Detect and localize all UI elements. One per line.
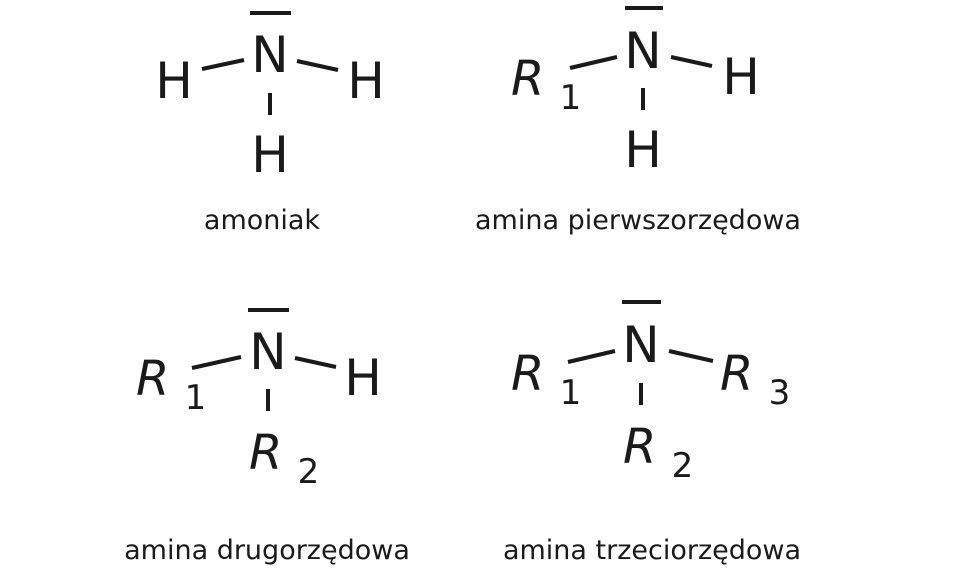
r-subscript-3: 3 xyxy=(769,373,791,413)
caption-tertiary-amine: amina trzeciorzędowa xyxy=(503,535,801,566)
r2-group: R 2 xyxy=(623,419,693,486)
hydrogen-atom-right: H xyxy=(344,349,382,407)
r-symbol: R xyxy=(511,51,544,107)
r-subscript-2: 2 xyxy=(672,446,694,486)
caption-primary-amine: amina pierwszorzędowa xyxy=(475,205,801,236)
bond-n-h-right xyxy=(670,55,713,68)
r-symbol: R xyxy=(136,351,169,407)
r3-group: R 3 xyxy=(720,346,790,413)
nitrogen-atom: N xyxy=(624,22,661,80)
r-symbol: R xyxy=(511,346,544,402)
bond-n-h-left xyxy=(201,58,245,71)
r-symbol: R xyxy=(623,419,656,475)
r-subscript-2: 2 xyxy=(298,452,320,492)
r-symbol: R xyxy=(249,425,282,481)
bond-n-h-right xyxy=(296,59,339,72)
structure-secondary-amine: N R 1 H R 2 amina drugorzędowa xyxy=(124,308,410,566)
nitrogen-atom: N xyxy=(251,26,288,84)
bond-r1-n xyxy=(569,55,618,70)
r2-group: R 2 xyxy=(249,425,319,492)
hydrogen-atom-left: H xyxy=(155,52,193,110)
caption-ammonia: amoniak xyxy=(204,205,321,236)
r-subscript-1: 1 xyxy=(560,78,582,118)
bond-n-h-right xyxy=(294,356,337,369)
bond-n-r3 xyxy=(668,349,714,363)
structure-ammonia: N H H H amoniak xyxy=(155,11,385,236)
structure-primary-amine: N R 1 H H amina pierwszorzędowa xyxy=(475,6,801,236)
r1-group: R 1 xyxy=(511,51,581,118)
bond-r1-n xyxy=(567,349,616,364)
nitrogen-atom: N xyxy=(249,323,286,381)
r-subscript-1: 1 xyxy=(560,373,582,413)
hydrogen-atom-right: H xyxy=(722,48,760,106)
r1-group: R 1 xyxy=(136,351,206,418)
r1-group: R 1 xyxy=(511,346,581,413)
hydrogen-atom-right: H xyxy=(347,52,385,110)
hydrogen-atom-bottom: H xyxy=(251,126,289,184)
structure-tertiary-amine: N R 1 R 3 R 2 amina trzeciorzędowa xyxy=(503,300,801,566)
nitrogen-atom: N xyxy=(622,316,659,374)
caption-secondary-amine: amina drugorzędowa xyxy=(124,535,410,566)
r-symbol: R xyxy=(720,346,753,402)
bond-r1-n xyxy=(191,355,242,370)
hydrogen-atom-bottom: H xyxy=(624,121,662,179)
r-subscript-1: 1 xyxy=(185,378,207,418)
